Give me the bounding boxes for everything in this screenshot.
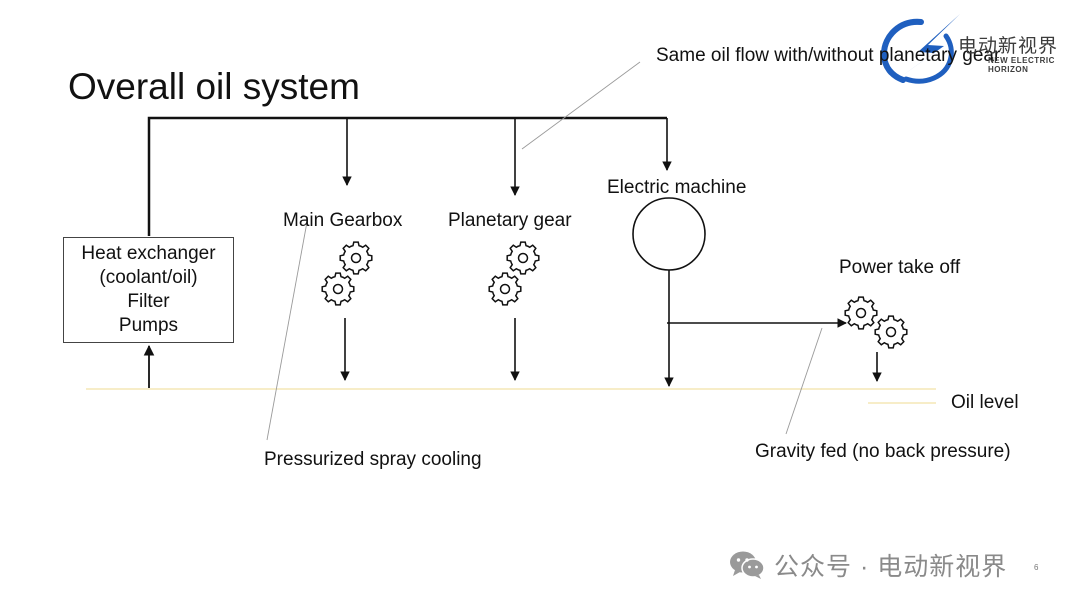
label-gravity-fed: Gravity fed (no back pressure): [755, 441, 1011, 462]
heat-exchanger-line: Heat exchanger: [81, 243, 216, 264]
label-same-flow: Same oil flow with/without planetary gea…: [656, 45, 1001, 66]
label-oil-level: Oil level: [951, 392, 1019, 413]
gear-icon: [488, 272, 522, 306]
gear-icon: [874, 315, 908, 349]
heat-exchanger-line: (coolant/oil): [99, 267, 198, 288]
heat-exchanger-line: Filter: [127, 291, 170, 312]
gear-icon: [506, 241, 540, 275]
page-title: Overall oil system: [68, 66, 360, 107]
gear-icon: [339, 241, 373, 275]
label-spray-cooling: Pressurized spray cooling: [264, 449, 482, 470]
brand-logo-icon: [880, 14, 960, 84]
callout-line-same-flow: [521, 61, 641, 150]
label-electric-machine: Electric machine: [607, 177, 747, 198]
callout-line-spray: [266, 221, 308, 441]
circle-motor-icon: [632, 197, 706, 271]
watermark: 公众号 · 电动新视界: [728, 548, 1007, 582]
watermark-text: 公众号 · 电动新视界: [774, 553, 1008, 581]
gear-icon: [844, 296, 878, 330]
gear-icon: [321, 272, 355, 306]
brand-name-cn: 电动新视界: [958, 36, 1059, 57]
wechat-icon: [730, 551, 765, 579]
label-main-gearbox: Main Gearbox: [283, 210, 403, 231]
label-planetary-gear: Planetary gear: [448, 210, 572, 231]
brand-name-en: NEW ELECTRIC HORIZON: [988, 56, 1055, 74]
label-power-take-off: Power take off: [839, 257, 961, 278]
heat-exchanger-box: Heat exchanger (coolant/oil) Filter Pump…: [63, 237, 234, 343]
supply-header-line: [147, 116, 667, 236]
page-number: 6: [1034, 563, 1039, 572]
callout-line-gravity: [785, 327, 823, 435]
heat-exchanger-line: Pumps: [118, 315, 179, 336]
